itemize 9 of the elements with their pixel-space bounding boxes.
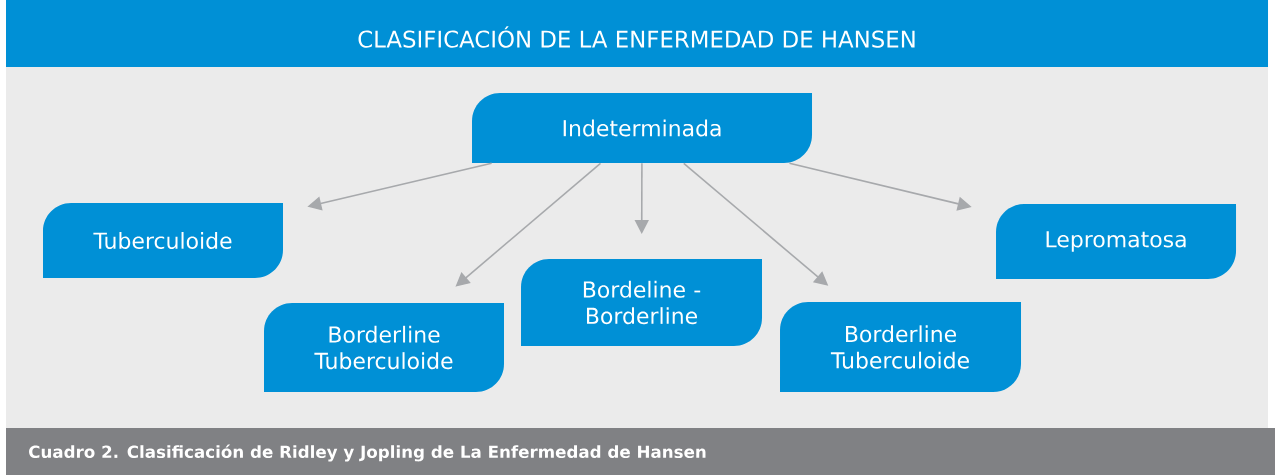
class-box: Lepromatosa	[996, 204, 1236, 279]
class-box: Indeterminada	[472, 93, 812, 163]
class-box: Borderline Tuberculoide	[264, 303, 504, 392]
caption-bar: Cuadro 2. Clasificación de Ridley y Jopling de La Enfermedad de Hansen	[6, 428, 1275, 475]
class-box: Borderline Tuberculoide	[780, 302, 1021, 392]
class-box: Bordeline - Borderline	[521, 259, 762, 346]
class-box: Tuberculoide	[43, 203, 283, 278]
title-banner: CLASIFICACIÓN DE LA ENFERMEDAD DE HANSEN	[6, 0, 1268, 67]
arrow	[455, 162, 602, 287]
